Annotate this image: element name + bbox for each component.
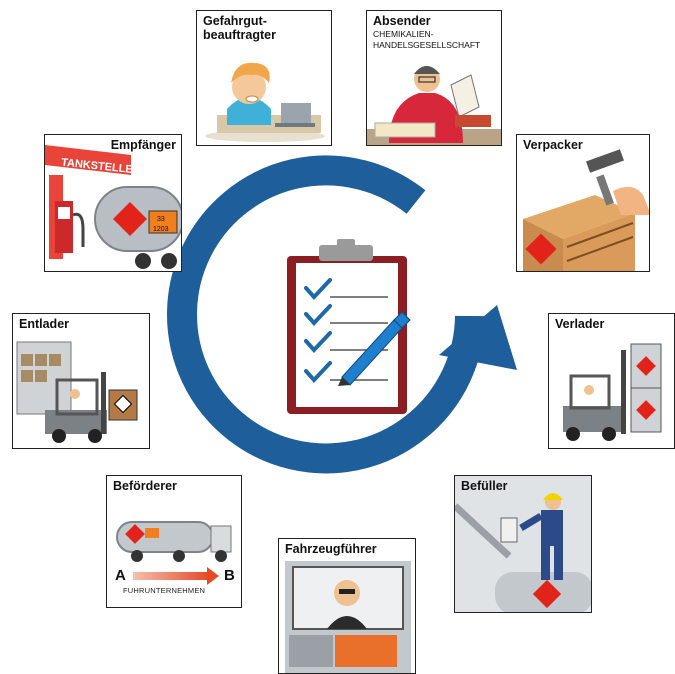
card-entlader: Entlader: [12, 313, 150, 449]
hazard-plate-bottom: 1203: [153, 226, 169, 233]
card-title: Verpacker: [523, 138, 583, 152]
caption-fuhrunternehmen: FUHRUNTERNEHMEN: [123, 586, 206, 595]
card-verlader: Verlader: [548, 313, 675, 449]
card-subtitle: CHEMIKALIEN- HANDELSGESELLSCHAFT: [373, 29, 481, 50]
tanker-truck-icon: [116, 521, 232, 585]
card-title: Fahrzeugführer: [285, 542, 377, 556]
card-absender: Absender CHEMIKALIEN- HANDELSGESELLSCHAF…: [366, 10, 502, 146]
packing-crate-hammer-icon: [523, 149, 649, 271]
card-gefahrgutbeauftragter: Gefahrgut- beauftragter: [196, 10, 332, 146]
card-title: Entlader: [19, 317, 70, 331]
card-befueller: Befüller: [454, 475, 592, 613]
truck-driver-icon: [285, 561, 411, 673]
card-befoerderer: Beförderer A B FUHRUNTERNEHMEN: [106, 475, 242, 608]
card-title: Empfänger: [110, 138, 176, 152]
label-a: A: [115, 567, 126, 584]
label-b: B: [224, 567, 235, 584]
worker-filling-icon: [455, 476, 591, 612]
card-title: Beförderer: [113, 479, 177, 493]
businessman-desk-icon: [367, 66, 501, 145]
card-empfaenger: Empfänger TANKSTELLE 33 1203: [44, 134, 182, 272]
hazard-plate-top: 33: [157, 216, 165, 223]
card-title: Verlader: [555, 317, 605, 331]
forklift-barrels-icon: [563, 343, 662, 441]
card-title: Absender: [373, 14, 431, 28]
card-verpacker: Verpacker: [516, 134, 650, 272]
card-fahrzeugfuehrer: Fahrzeugführer: [278, 538, 416, 674]
card-title: Befüller: [461, 479, 508, 493]
gas-station-tanker-icon: TANKSTELLE 33 1203: [45, 145, 181, 269]
person-laptop-icon: [205, 62, 325, 142]
card-title: Gefahrgut- beauftragter: [203, 14, 276, 42]
forklift-unloading-icon: [16, 341, 138, 443]
